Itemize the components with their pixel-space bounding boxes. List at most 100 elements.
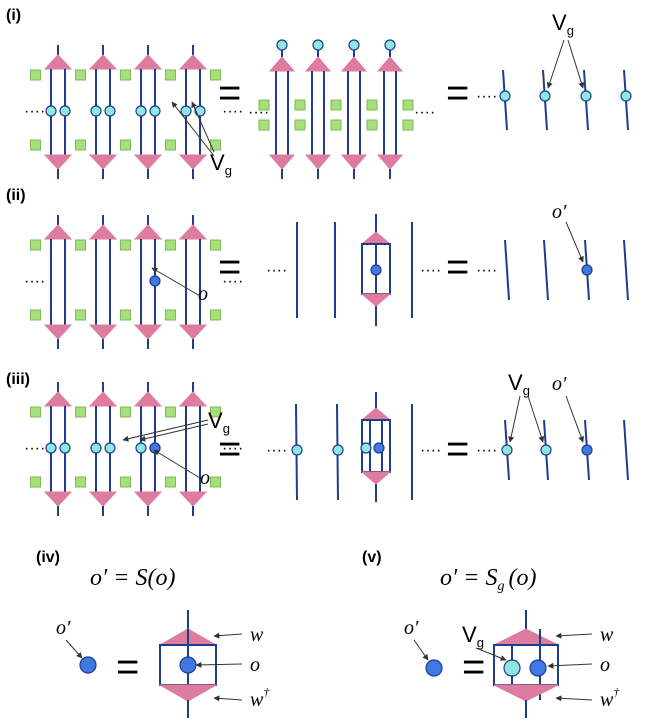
disentangler-u [330, 99, 342, 111]
isometry-w-dagger [360, 471, 392, 485]
vg-circle [384, 39, 396, 51]
pointer-arrow [122, 419, 209, 442]
pointer-arrow [151, 267, 201, 297]
pointer-arrow [213, 632, 243, 639]
disentangler-u [120, 476, 131, 488]
panel-i: (i) ········ = ········ = ···· Vg Vg [6, 7, 632, 179]
disentangler-u [75, 406, 86, 418]
disentangler-u [75, 476, 86, 488]
pointer-arrow [555, 632, 593, 639]
panel-iii-label: (iii) [6, 371, 30, 388]
vg-circle [45, 442, 57, 454]
vg-label: Vg [210, 150, 232, 178]
disentangler-u [120, 239, 131, 251]
operator-o-prime [425, 659, 443, 677]
panel-v-diagram [425, 610, 559, 718]
disentangler-u [165, 476, 176, 488]
vg-circle [620, 90, 632, 102]
vg-circle [135, 442, 147, 454]
isometry-w [133, 224, 163, 240]
isometry-w-dagger [268, 154, 296, 170]
vg-circle [539, 90, 551, 102]
panel-i-middle-network: ········ [248, 39, 435, 179]
disentangler-u [165, 139, 176, 151]
vg-circle [90, 442, 102, 454]
ellipsis: ···· [222, 103, 243, 120]
vg-circle [104, 105, 116, 117]
ellipsis: ···· [414, 104, 435, 121]
w-label: w [250, 624, 264, 646]
isometry-w [88, 391, 118, 407]
isometry-w [133, 54, 163, 70]
panel-i-label: (i) [6, 7, 21, 24]
panel-iii-right: ···· [476, 419, 629, 481]
pointer-arrow [413, 639, 429, 661]
vg-label: Vg [208, 408, 230, 436]
vg-circle [149, 105, 161, 117]
ellipsis: ···· [476, 442, 497, 459]
o-label: o [200, 467, 210, 489]
disentangler-u [165, 69, 176, 81]
equals-sign: = [462, 645, 485, 689]
isometry-w [43, 54, 73, 70]
panel-iv-label: (iv) [36, 549, 60, 566]
pointer-arrow [565, 221, 584, 263]
ellipsis: ···· [476, 88, 497, 105]
disentangler-u [258, 99, 270, 111]
pointer-arrow [508, 395, 521, 443]
wire [623, 239, 629, 301]
isometry-w-dagger [340, 154, 368, 170]
pointer-arrow [555, 695, 593, 702]
panel-ii-right: ···· [476, 239, 629, 301]
disentangler-u [30, 69, 41, 81]
operator-o [529, 659, 547, 677]
disentangler-u [120, 139, 131, 151]
vg-circle [276, 39, 288, 51]
vg-circle [499, 90, 511, 102]
disentangler-u [402, 99, 414, 111]
disentangler-u [30, 239, 41, 251]
pointer-arrow [567, 39, 585, 89]
w-label: w [600, 624, 614, 646]
panel-iii-middle: ···· ···· [266, 392, 441, 502]
isometry-w-dagger [376, 154, 404, 170]
isometry-w [133, 391, 163, 407]
panel-v-label: (v) [362, 549, 382, 566]
isometry-w-dagger [88, 324, 118, 340]
disentangler-u [30, 309, 41, 321]
ellipsis: ···· [420, 262, 441, 279]
equation-v: o′ = Sg(o) [440, 565, 536, 594]
vg-circle [503, 659, 521, 677]
disentangler-u [30, 406, 41, 418]
vg-circle [332, 444, 344, 456]
operator-o-prime [581, 444, 593, 456]
o-prime-label: o′ [404, 617, 419, 639]
pointer-arrow [195, 661, 243, 668]
pointer-arrow [527, 395, 545, 443]
network: ········ [24, 215, 243, 349]
isometry-w-dagger [360, 293, 392, 307]
disentangler-u [165, 239, 176, 251]
pointer-arrow [213, 695, 243, 702]
o-prime-label: o′ [552, 201, 567, 223]
ellipsis: ···· [24, 103, 45, 120]
disentangler-u [75, 239, 86, 251]
disentangler-u [30, 139, 41, 151]
disentangler-u [75, 309, 86, 321]
isometry-w-dagger [88, 154, 118, 170]
isometry-w-dagger [178, 154, 208, 170]
vg-circle [501, 444, 513, 456]
ellipsis: ···· [420, 442, 441, 459]
isometry-w [178, 224, 208, 240]
operator-o-prime [79, 656, 97, 674]
disentangler-u [120, 406, 131, 418]
panel-v: (v) o′ = Sg(o) o′ Vg = w o w† [362, 549, 620, 718]
disentangler-u [210, 309, 221, 321]
equals-sign: = [116, 645, 139, 689]
pointer-arrow [153, 449, 201, 479]
vg-circle [45, 105, 57, 117]
disentangler-u [120, 309, 131, 321]
ellipsis: ···· [266, 442, 287, 459]
panel-iii: (iii) ········ Vg o = ········ = ···· Vg… [6, 370, 629, 516]
isometry-w-dagger [304, 154, 332, 170]
